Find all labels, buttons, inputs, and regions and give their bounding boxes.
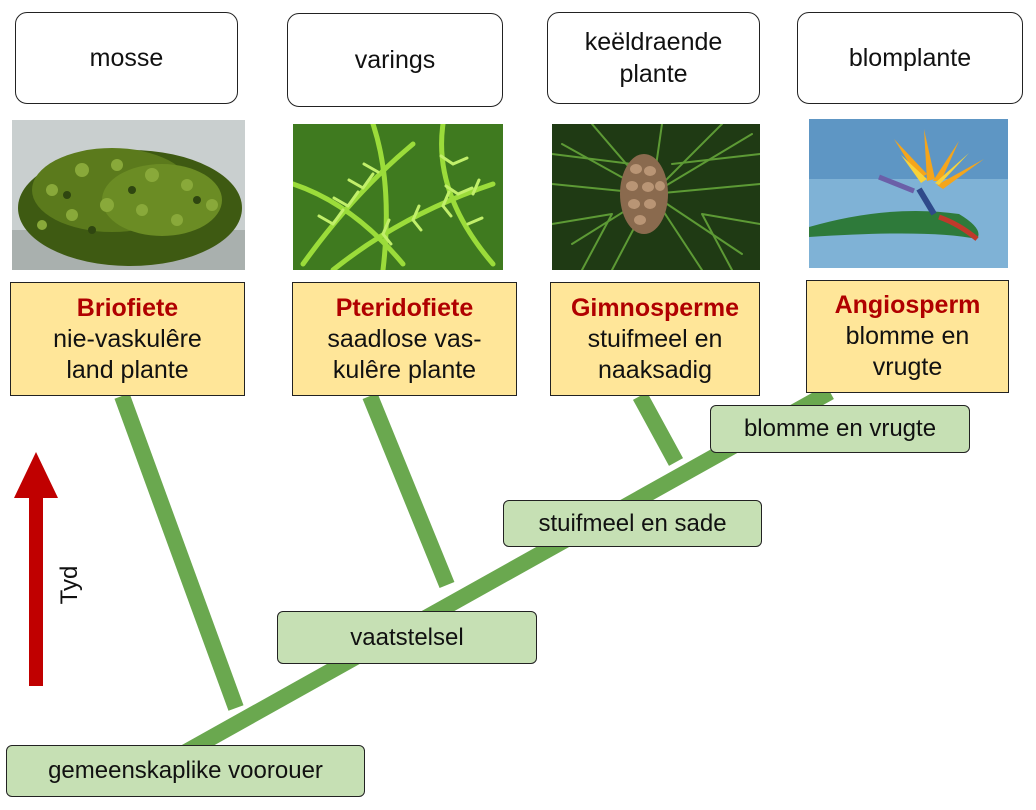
time-axis-label: Tyd	[56, 565, 83, 605]
group-description: blomme en vrugte	[845, 322, 970, 381]
group-name-mosses: mosse	[15, 12, 238, 104]
scientific-name: Angiosperm	[834, 291, 981, 319]
branch-gymnosperms	[632, 392, 684, 466]
group-description: nie-vaskulêre land plante	[53, 324, 202, 384]
group-label-bryophytes: Briofiete nie-vaskulêre land plante	[10, 282, 245, 396]
fern-photo-icon	[293, 124, 503, 270]
main-trunk	[146, 385, 834, 779]
group-description: stuifmeel en naaksadig	[587, 324, 723, 384]
group-label-angiosperms: Angiosperm blomme en vrugte	[806, 280, 1009, 393]
bird-of-paradise-flower-photo-icon	[809, 119, 1008, 268]
group-name-ferns: varings	[287, 13, 503, 107]
trait-common-ancestor: gemeenskaplike voorouer	[6, 745, 365, 797]
group-name-flowering-plants: blomplante	[797, 12, 1023, 104]
pine-cone-photo-icon	[552, 124, 760, 270]
branch-ferns	[362, 392, 455, 589]
group-name-conifers: keëldraende plante	[547, 12, 760, 104]
trait-flowers-and-fruit: blomme en vrugte	[710, 405, 970, 453]
scientific-name: Gimnosperme	[570, 293, 740, 322]
group-description: saadlose vas-kulêre plante	[327, 324, 482, 384]
time-arrow	[14, 452, 58, 686]
branch-mosses	[114, 393, 244, 711]
trait-vascular-system: vaatstelsel	[277, 611, 537, 664]
scientific-name: Pteridofiete	[335, 293, 474, 322]
trait-pollen-and-seeds: stuifmeel en sade	[503, 500, 762, 547]
group-label-gymnosperms: Gimnosperme stuifmeel en naaksadig	[550, 282, 760, 396]
group-label-pteridophytes: Pteridofiete saadlose vas-kulêre plante	[292, 282, 517, 396]
scientific-name: Briofiete	[76, 293, 179, 322]
moss-photo-icon	[12, 120, 245, 270]
